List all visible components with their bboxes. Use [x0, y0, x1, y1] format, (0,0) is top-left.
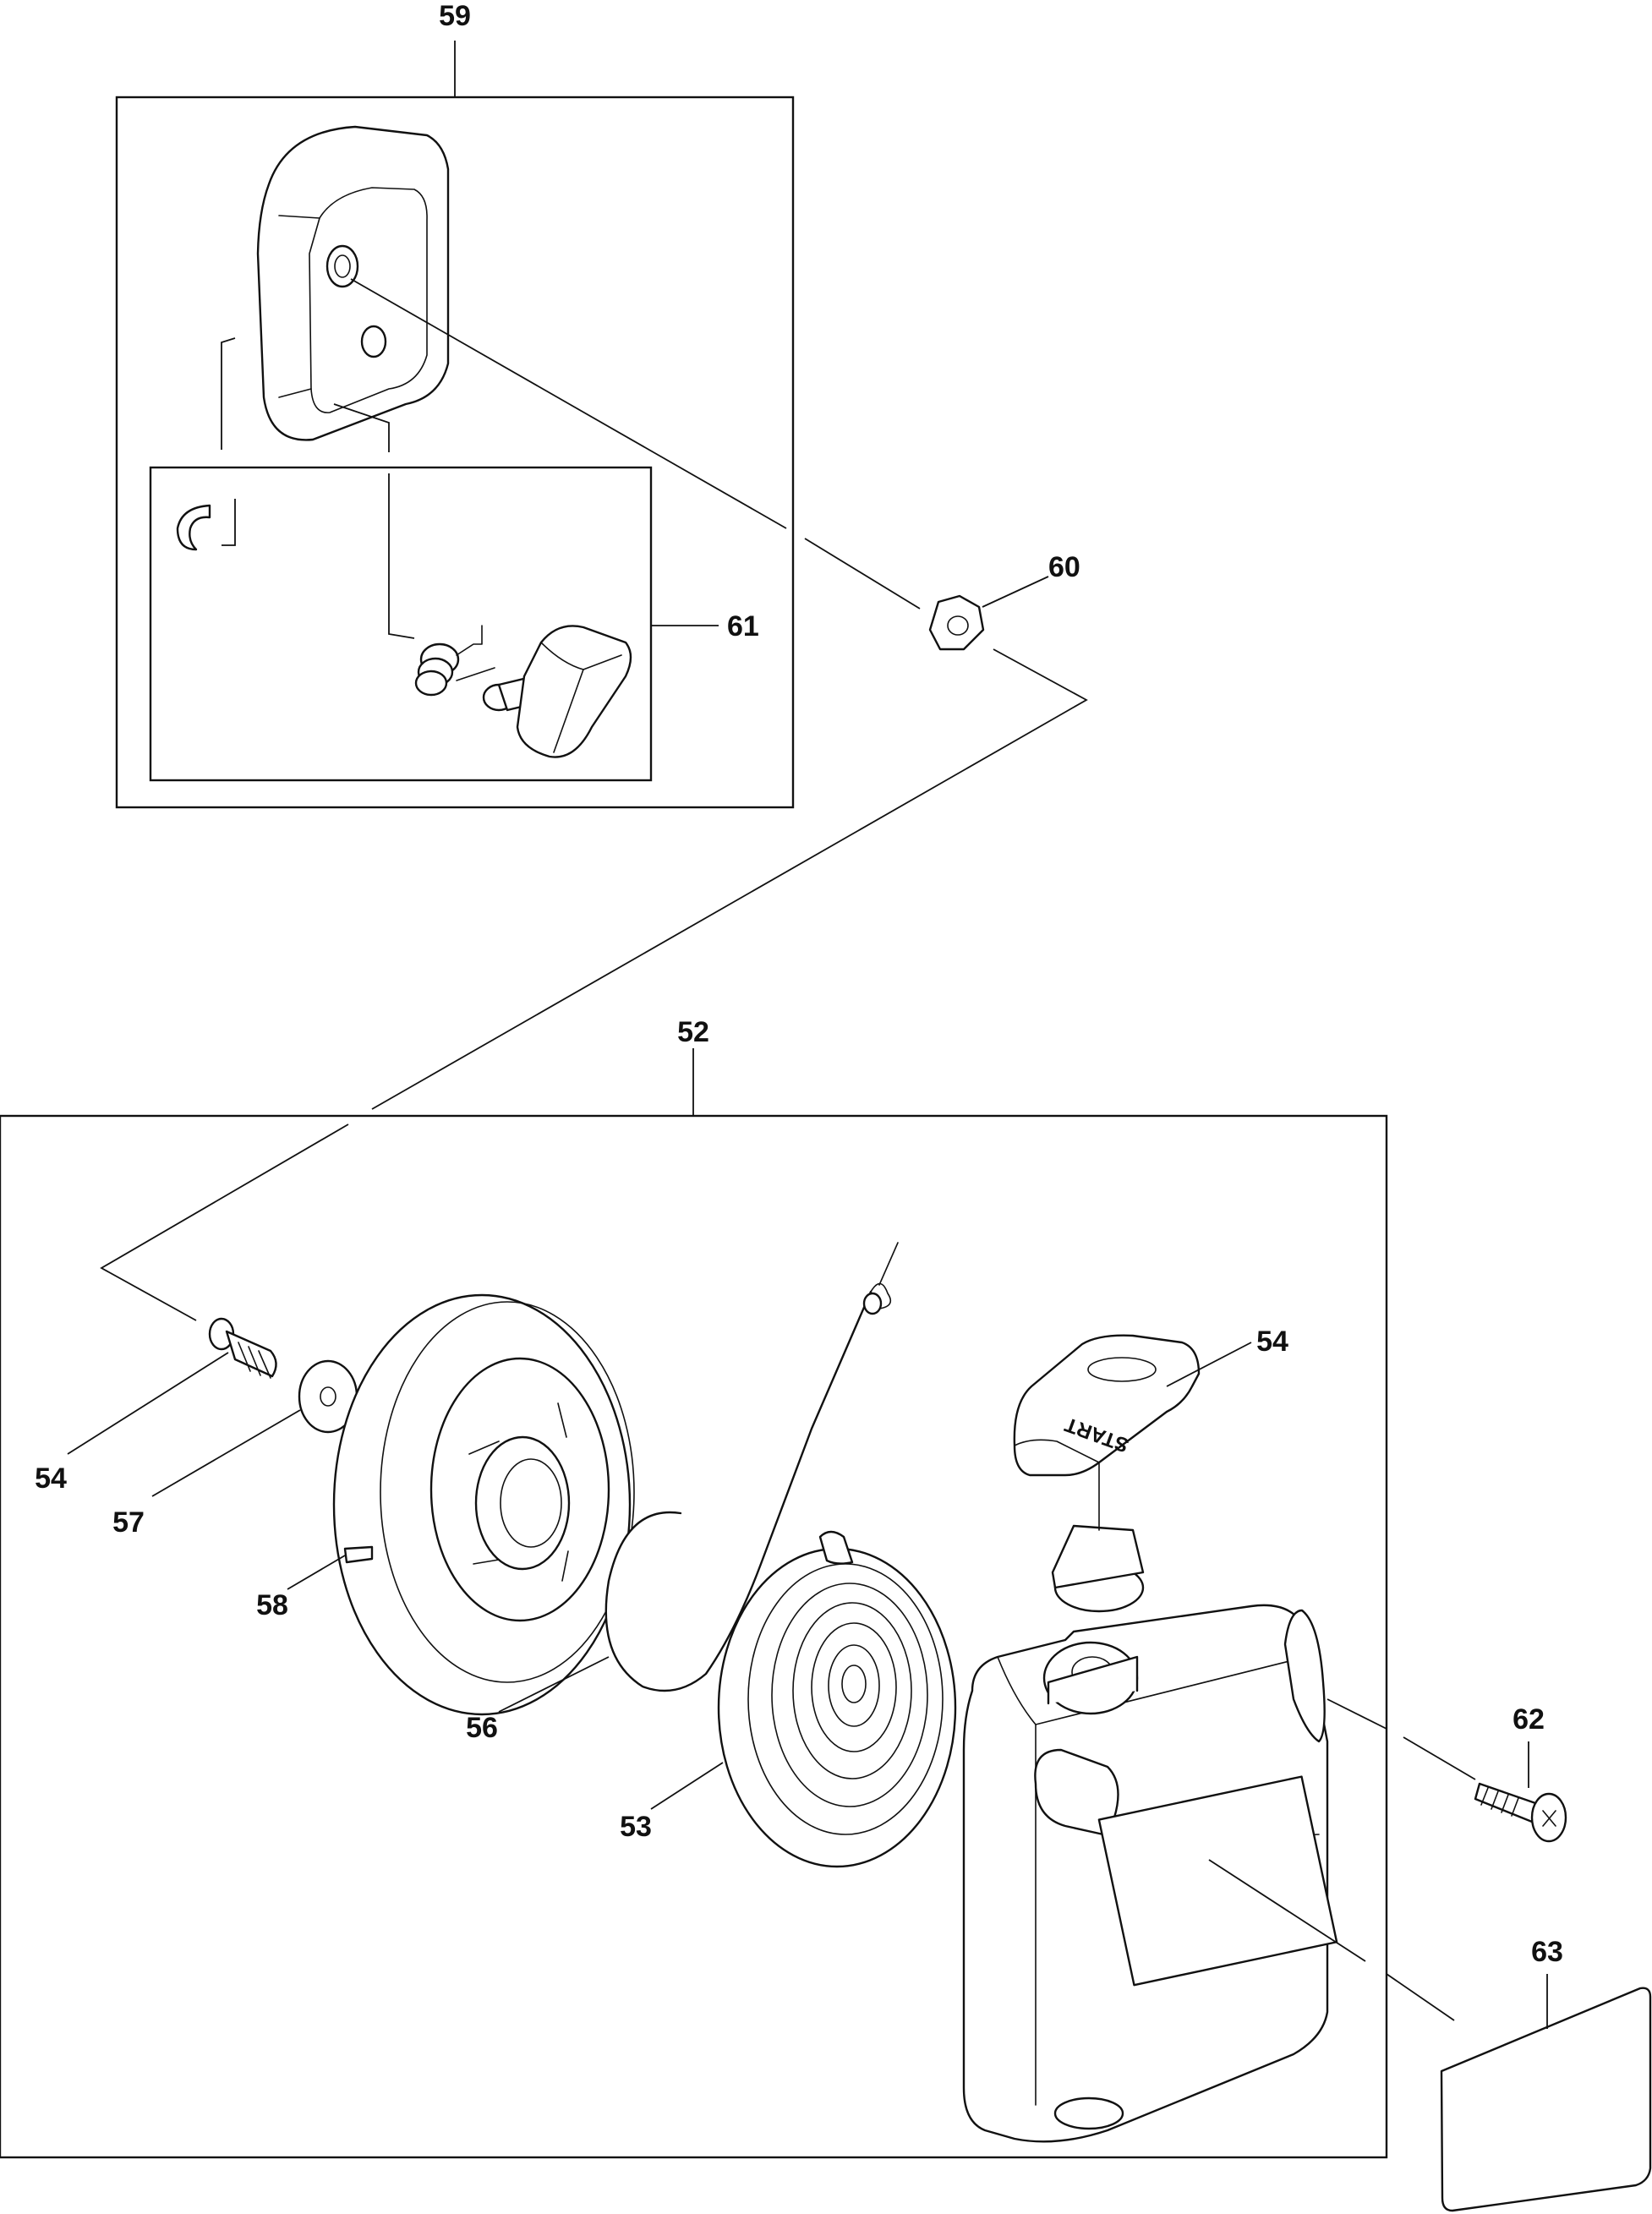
callout-61: 61 — [727, 610, 759, 642]
retaining-clip-part — [176, 504, 211, 551]
callout-56: 58 — [256, 1589, 288, 1621]
pawl-part — [482, 625, 632, 758]
callout-52: 52 — [677, 1016, 709, 1048]
callout-54-label: 54 — [1256, 1326, 1288, 1358]
starter-case-part — [962, 1604, 1338, 2143]
callout-53: 56 — [466, 1712, 498, 1744]
pulley-56-part — [332, 1293, 635, 1716]
rope-53-part — [604, 1242, 899, 1692]
callout-60: 60 — [1048, 551, 1080, 583]
recoil-spring-55-part — [717, 1530, 957, 1868]
callout-58: 57 — [112, 1506, 145, 1539]
group-59-assembly: 59 61 — [115, 0, 921, 809]
callout-57: 54 — [35, 1462, 67, 1495]
nut-60-part: 60 — [928, 551, 1080, 651]
screw-62-part — [1474, 1782, 1567, 1843]
callout-62: 62 — [1513, 1703, 1545, 1736]
label-63-part — [1440, 1987, 1652, 2212]
bolt-57-part — [208, 1317, 277, 1379]
pawl-housing-part — [256, 125, 450, 441]
group-52-assembly: 52 54 57 58 — [0, 1016, 1388, 2159]
callout-55: 53 — [620, 1811, 652, 1843]
pawl-spring-part — [414, 625, 495, 697]
group-61-frame — [149, 466, 653, 782]
group-59-frame — [115, 96, 795, 809]
callout-59: 59 — [439, 0, 471, 32]
callout-63: 63 — [1531, 1936, 1563, 1968]
starter-handle-54-part: START — [1013, 1334, 1201, 1613]
case-label-area — [1097, 1775, 1338, 1987]
